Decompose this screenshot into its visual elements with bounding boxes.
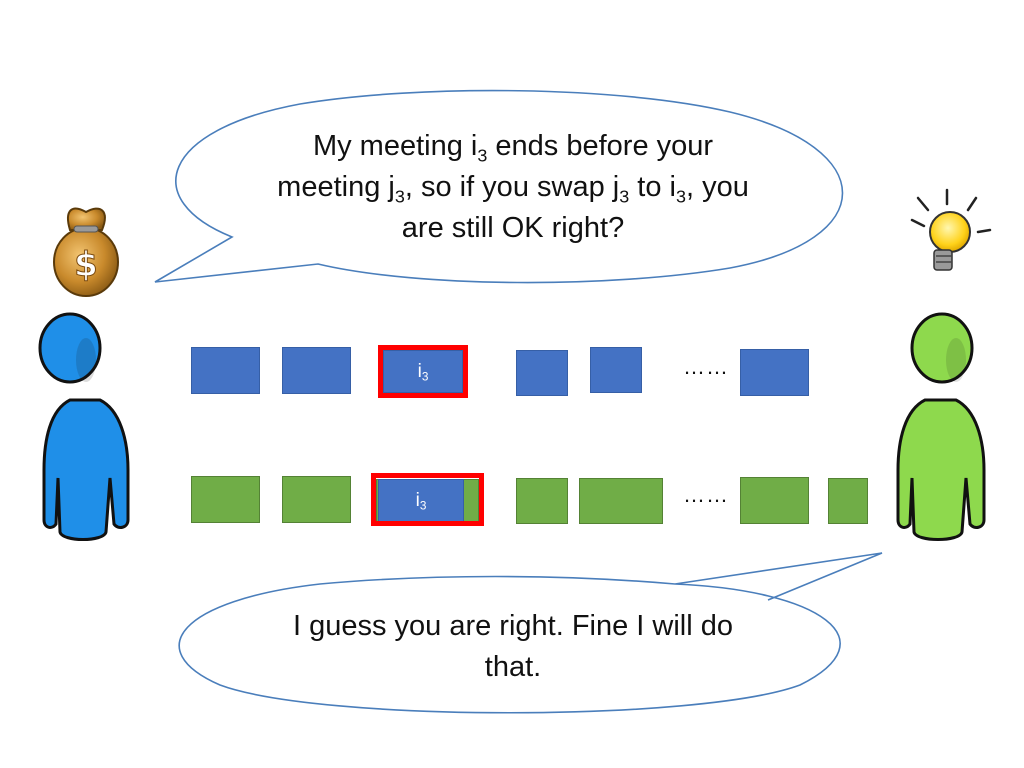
money-bag-icon: $ [53, 207, 119, 297]
meeting-label-i3-bottom: i3 [415, 490, 427, 513]
bottom-bubble-text: I guess you are right. Fine I will do th… [292, 610, 734, 683]
highlight-box-top [378, 345, 468, 398]
top-speech-bubble [154, 89, 844, 284]
highlight-box-bottom [371, 473, 484, 526]
blue-meeting-1 [191, 347, 260, 394]
lightbulb-icon [910, 188, 992, 271]
bottom-speech-bubble [178, 552, 883, 714]
green-meeting-6 [740, 477, 809, 524]
green-meeting-1 [191, 476, 260, 523]
blue-person [38, 312, 130, 541]
green-person [896, 312, 986, 541]
blue-meeting-i3 [383, 350, 463, 393]
blue-meeting-4 [516, 350, 568, 396]
blue-meeting-6 [740, 349, 809, 396]
blue-meeting-2 [282, 347, 351, 394]
green-meeting-4 [516, 478, 568, 524]
blue-meeting-i3-swapped [378, 479, 464, 522]
top-bubble-text: My meeting i3 ends before your meeting j… [277, 130, 749, 244]
blue-meeting-5 [590, 347, 642, 393]
green-meeting-5 [579, 478, 663, 524]
ellipsis-top: …… [683, 354, 729, 379]
svg-text:$: $ [74, 245, 98, 285]
green-meeting-2 [282, 476, 351, 523]
ellipsis-bottom: …… [683, 482, 729, 507]
meeting-label-i3-top: i3 [417, 361, 429, 384]
green-meeting-7 [828, 478, 868, 524]
